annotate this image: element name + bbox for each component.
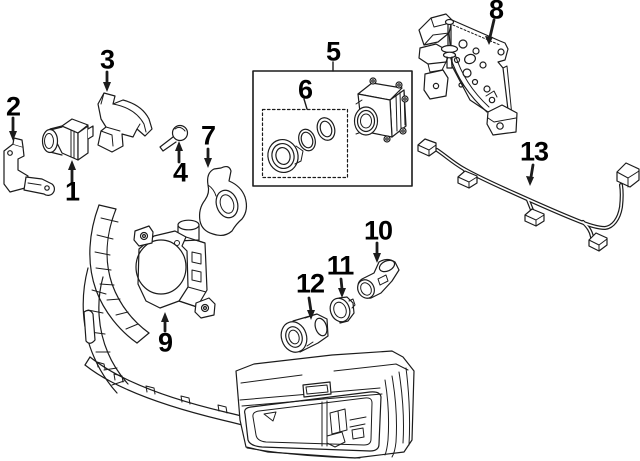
callout-label-5: 5 (325, 36, 341, 67)
bumper-corner-drawing (235, 350, 415, 459)
callout-label-12: 12 (295, 268, 325, 299)
callout-label-9: 9 (157, 327, 173, 358)
part-12-sleeve-drawing (280, 313, 329, 353)
callout-label-13: 13 (519, 136, 549, 167)
callout-label-7: 7 (200, 120, 216, 151)
part-8-bracket-drawing (418, 13, 518, 136)
part-4-screw-drawing (159, 124, 189, 152)
part-1-sensor-drawing (41, 118, 94, 161)
part-11-cap-drawing (329, 296, 356, 324)
part-2-bracket-drawing (3, 137, 55, 196)
part-9-radar-drawing (133, 219, 216, 319)
seal-kit-6-drawing (261, 108, 349, 179)
callout-label-3: 3 (99, 44, 115, 75)
part-7-gasket-drawing (198, 165, 248, 237)
part-10-elbow-drawing (357, 258, 400, 299)
callout-label-11: 11 (326, 250, 355, 281)
part-13-harness-drawing (417, 138, 640, 252)
part-3-bracket-drawing (97, 92, 153, 153)
callout-arrows (9, 18, 535, 333)
callout-label-2: 2 (5, 91, 21, 122)
callout-label-4: 4 (172, 157, 188, 188)
callout-label-8: 8 (488, 0, 504, 25)
callout-label-6: 6 (297, 74, 313, 105)
callout-label-10: 10 (363, 215, 393, 246)
camera-drawing (353, 77, 409, 143)
callout-label-1: 1 (64, 176, 80, 207)
